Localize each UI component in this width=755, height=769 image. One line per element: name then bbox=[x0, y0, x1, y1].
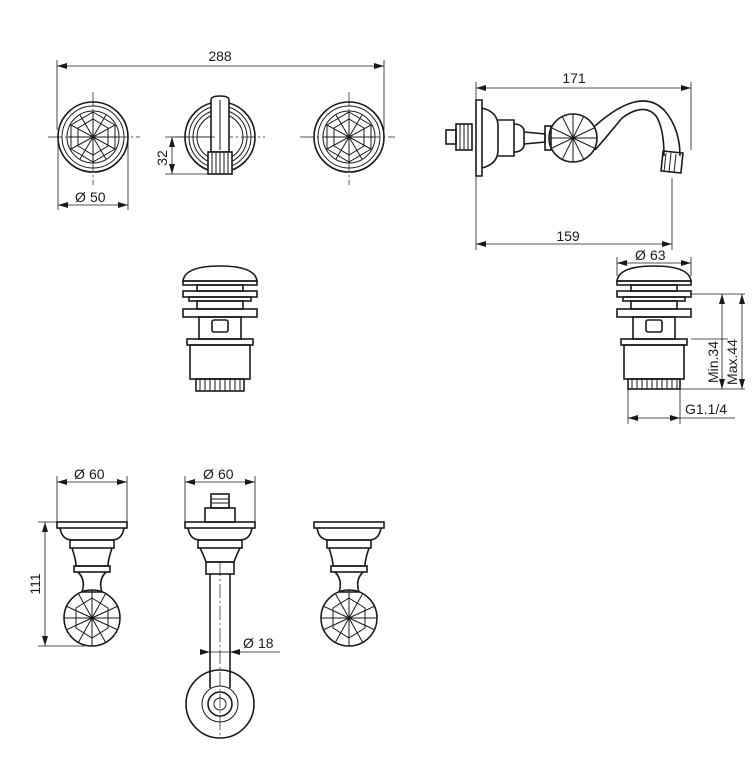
dimension-label-drain-diameter: 63 bbox=[650, 247, 666, 263]
dimension-171: 171 bbox=[475, 70, 692, 150]
dimension-label-spout-projection: 159 bbox=[556, 228, 580, 244]
dimension-label-handle-height: 111 bbox=[27, 573, 43, 594]
diameter-symbol: Ø bbox=[635, 247, 646, 263]
dimension-32: 32 bbox=[154, 136, 215, 175]
dimension-label-spout-length: 171 bbox=[562, 70, 586, 86]
diameter-symbol: Ø bbox=[203, 466, 214, 482]
dimension-label-thread: G1.1/4 bbox=[685, 401, 727, 417]
spout-front-view: Ø 60 Ø 18 bbox=[184, 466, 280, 739]
spout-top-view bbox=[175, 95, 265, 175]
dimension-min-max: Min.34 Max.44 bbox=[680, 293, 745, 390]
dimension-diameter-60-left: Ø 60 bbox=[56, 466, 128, 522]
diameter-symbol: Ø bbox=[74, 466, 85, 482]
dimension-288: 288 bbox=[56, 48, 385, 130]
right-handle-front-view bbox=[313, 521, 385, 647]
dimension-label-spout-base-diameter: 60 bbox=[218, 466, 234, 482]
left-knob-top-view bbox=[48, 92, 140, 185]
spout-side-view: 171 bbox=[445, 70, 692, 250]
dimension-111: 111 bbox=[27, 521, 85, 647]
diameter-symbol: Ø bbox=[75, 189, 86, 205]
top-view-group: 288 Ø bbox=[48, 48, 395, 210]
drain-center-view bbox=[182, 265, 258, 392]
dimension-label-knob-diameter: 50 bbox=[90, 189, 106, 205]
diameter-symbol: Ø bbox=[243, 635, 254, 651]
left-handle-front-view: Ø 60 111 bbox=[27, 466, 128, 647]
dimension-label-pipe-diameter: 18 bbox=[258, 635, 274, 651]
right-knob-top-view bbox=[300, 92, 395, 185]
dimension-diameter-60-center: Ø 60 bbox=[184, 466, 256, 522]
dimension-label-drain-max: Max.44 bbox=[724, 339, 740, 385]
drain-dimensioned-view: Ø 63 bbox=[616, 247, 745, 424]
dimension-diameter-18: Ø 18 bbox=[200, 635, 280, 655]
dimension-label-handle-diameter: 60 bbox=[89, 466, 105, 482]
dimension-label-width: 288 bbox=[208, 48, 232, 64]
dimension-159: 159 bbox=[475, 176, 673, 250]
dimension-diameter-63: Ø 63 bbox=[616, 247, 692, 276]
dimension-label-drain-min: Min.34 bbox=[705, 341, 721, 383]
dimension-thread: G1.1/4 bbox=[627, 389, 735, 424]
dimension-label-spout-offset: 32 bbox=[154, 150, 170, 166]
dimension-diameter-50: Ø 50 bbox=[57, 137, 129, 210]
